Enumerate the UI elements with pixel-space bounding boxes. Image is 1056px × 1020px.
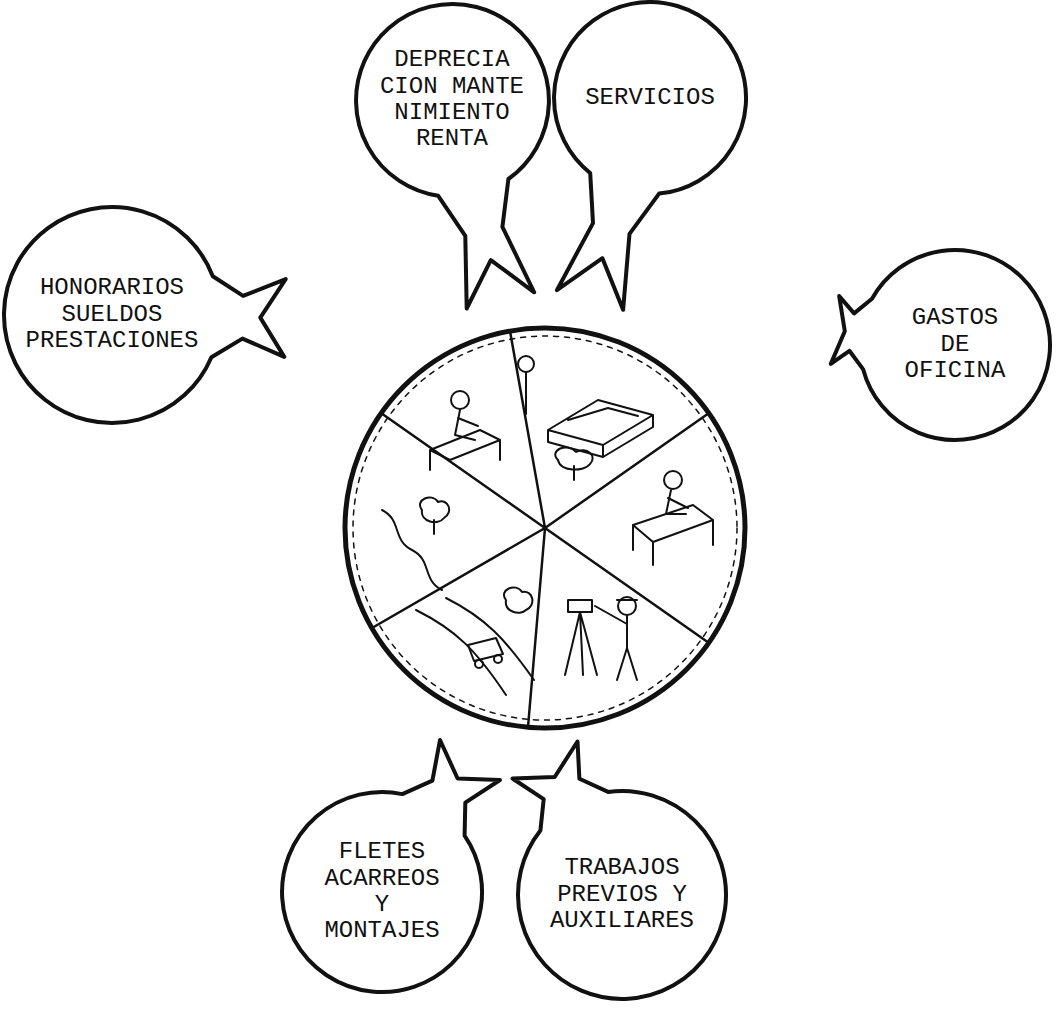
cost-label: GASTOS DE OFICINA	[903, 305, 1007, 384]
cost-circle: HONORARIOS SUELDOS PRESTACIONES	[4, 207, 220, 423]
circle-text-group: DEPRECIA CION MANTE NIMIENTO RENTA	[379, 47, 526, 153]
illustration-group	[345, 328, 745, 728]
buildings-sketch	[518, 356, 653, 480]
circle-text-group: HONORARIOS SUELDOS PRESTACIONES	[24, 275, 200, 354]
circle-arrow-shape	[282, 740, 500, 992]
cost-label: TRABAJOS PREVIOS Y AUXILIARES	[541, 855, 702, 934]
cost-circle: GASTOS DE OFICINA	[860, 250, 1050, 440]
road-car-sketch	[416, 587, 534, 695]
desk-worker-sketch	[633, 471, 713, 565]
cost-circle: DEPRECIA CION MANTE NIMIENTO RENTA	[356, 4, 549, 197]
cost-label: HONORARIOS SUELDOS PRESTACIONES	[24, 275, 200, 354]
circle-text-group: TRABAJOS PREVIOS Y AUXILIARES	[541, 855, 702, 934]
cost-label: SERVICIOS	[578, 85, 722, 111]
surveyor-sketch	[565, 597, 637, 680]
seated-person-sketch	[430, 391, 500, 470]
circle-arrow-shape	[513, 742, 727, 999]
circle-text-group: SERVICIOS	[578, 85, 722, 111]
river-trees-sketch	[382, 497, 449, 590]
cost-label: FLETES ACARREOS Y MONTAJES	[323, 839, 441, 945]
cost-circle: FLETES ACARREOS Y MONTAJES	[282, 792, 482, 992]
circle-arrow-shape	[831, 250, 1050, 440]
sector-lines	[372, 331, 709, 727]
circle-text-group: FLETES ACARREOS Y MONTAJES	[323, 839, 441, 945]
circle-text-group: GASTOS DE OFICINA	[903, 305, 1007, 384]
circle-arrow-shape	[356, 4, 549, 309]
circle-arrow-shape	[554, 2, 746, 310]
cost-label: DEPRECIA CION MANTE NIMIENTO RENTA	[379, 47, 526, 153]
circle-arrow-shape	[4, 207, 286, 423]
center-circle	[345, 328, 745, 728]
cost-circle: TRABAJOS PREVIOS Y AUXILIARES	[518, 791, 726, 999]
cost-circle: SERVICIOS	[554, 2, 746, 194]
